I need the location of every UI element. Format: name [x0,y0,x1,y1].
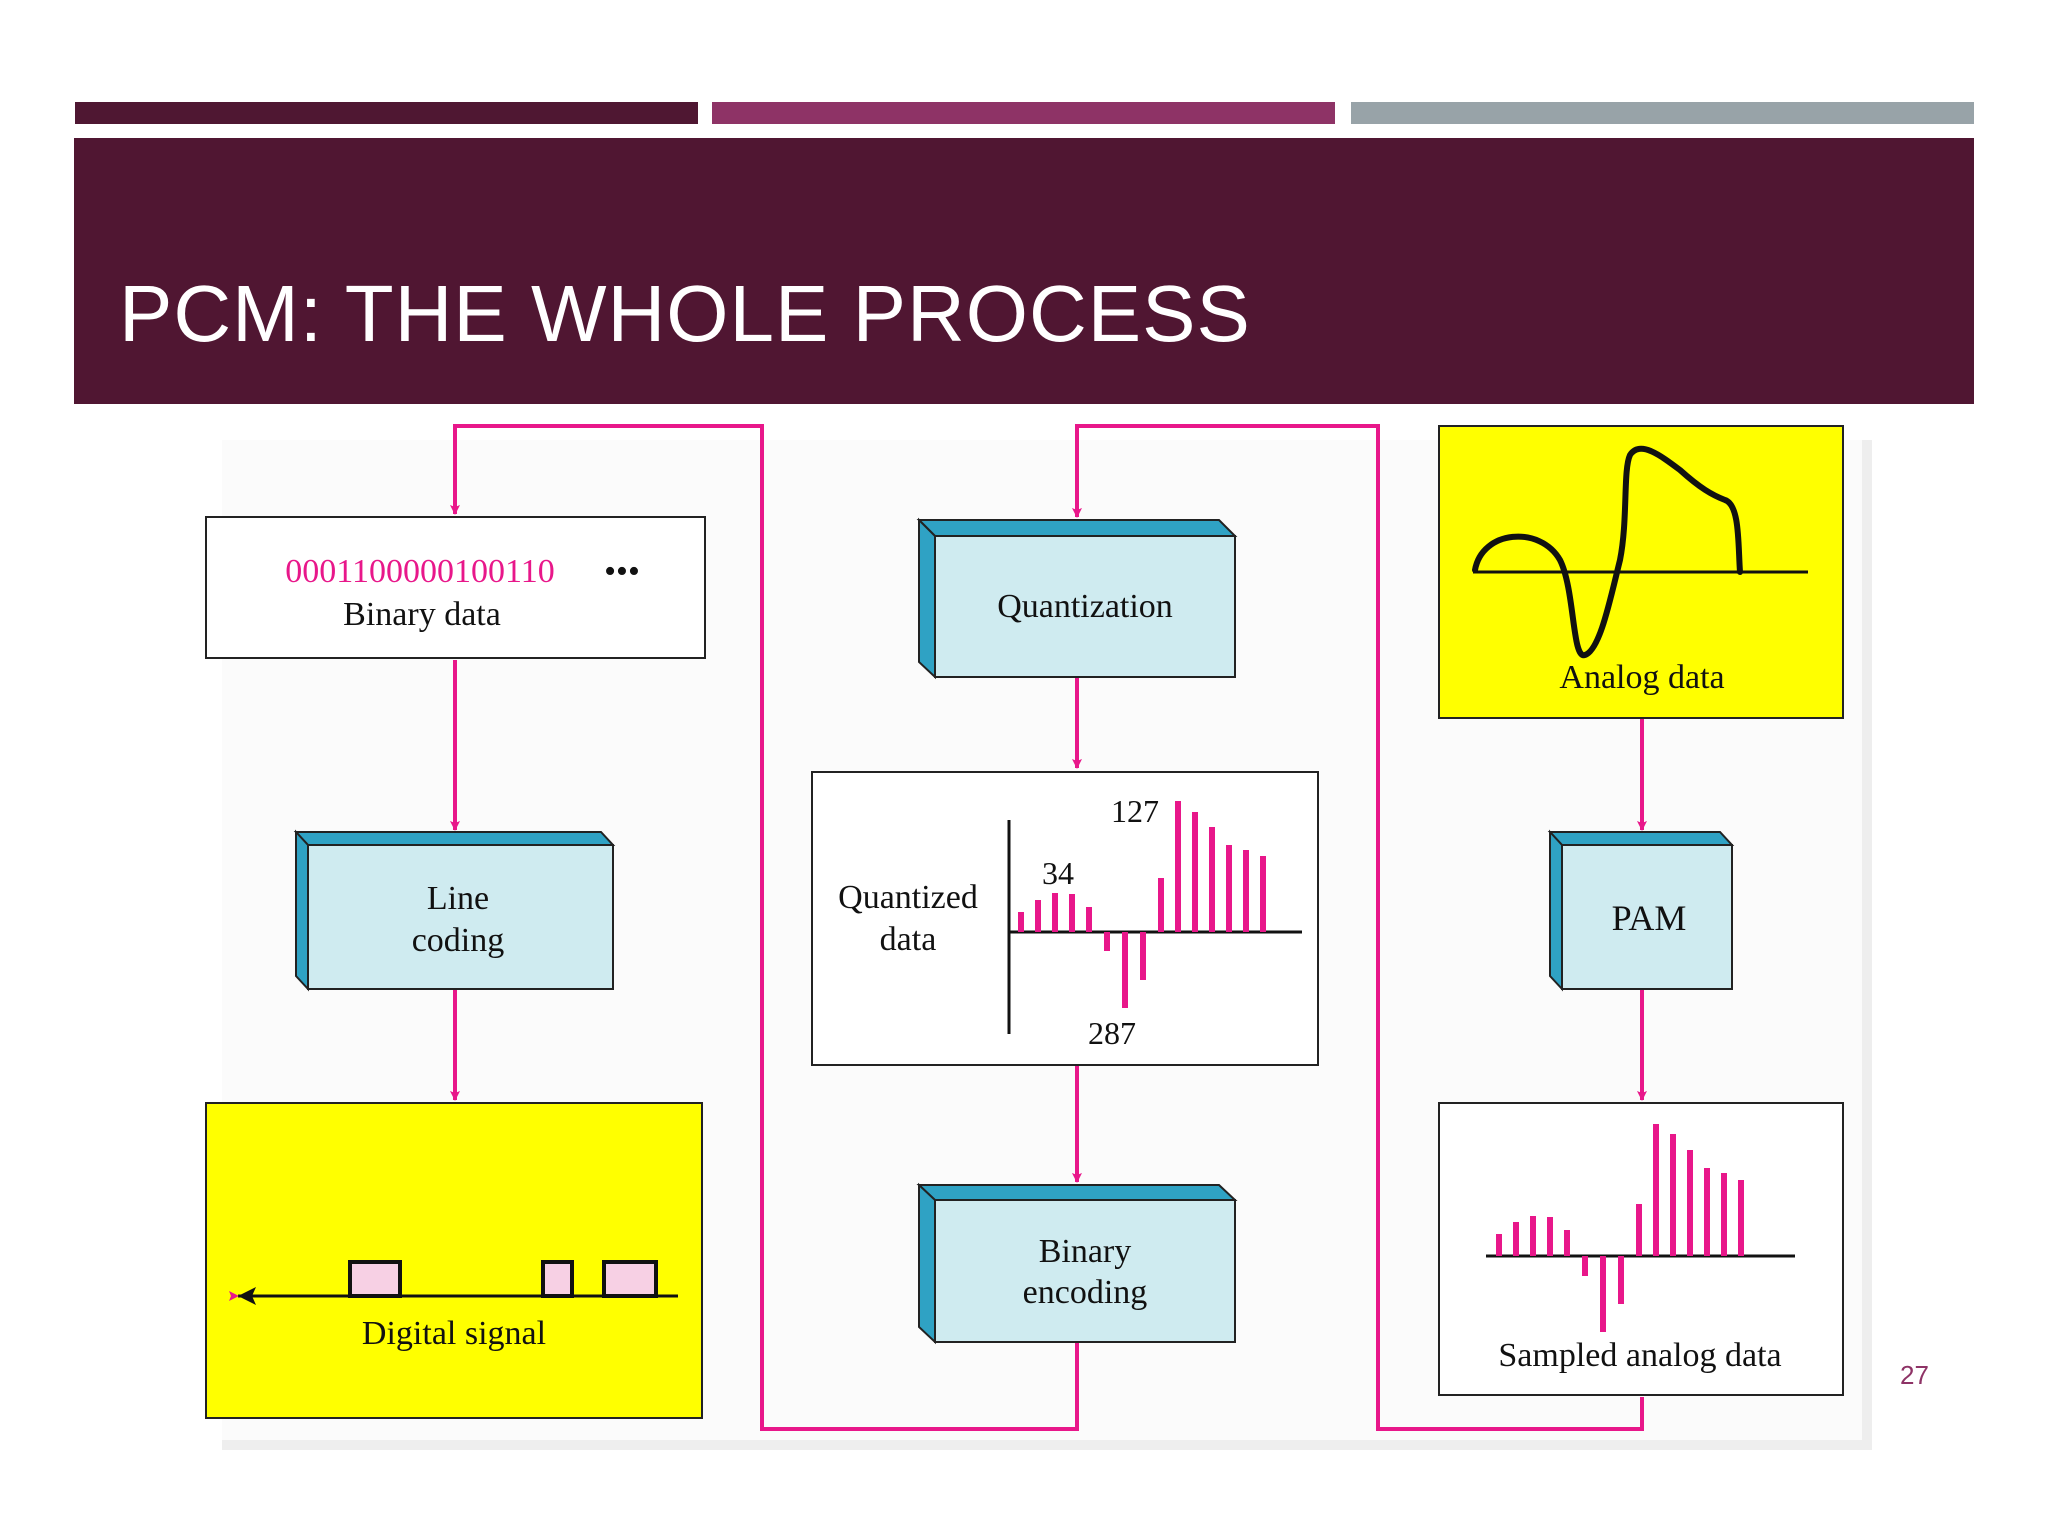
sample-stem [1192,812,1198,932]
accent-bar-mid [712,102,1335,124]
sample-stem [1738,1180,1744,1256]
binary-data-bits: 0001100000100110 [285,553,554,590]
sample-stem [1260,856,1266,932]
sample-stem [1035,900,1041,932]
sample-stem [1636,1204,1642,1256]
digital-pulse [541,1260,574,1298]
quantized-value-127: 127 [1111,793,1159,829]
sample-stem [1704,1168,1710,1256]
sample-stem [1243,850,1249,932]
sample-stem [1140,932,1146,980]
figure-shadow-right [1862,440,1872,1450]
pam-block: PAM [1547,829,1735,992]
sample-stem [1069,894,1075,932]
sample-stem [1513,1222,1519,1256]
sample-stem [1496,1234,1502,1256]
slide-title: PCM: THE WHOLE PROCESS [119,269,1251,358]
line-coding-block: Line coding [293,829,616,992]
quantized-value-34: 34 [1042,855,1074,891]
binary-encoding-block: Binary encoding [916,1182,1238,1345]
sample-stem [1122,932,1128,1008]
digital-pulse [602,1260,658,1298]
sampled-analog-data-label: Sampled analog data [1498,1337,1781,1374]
sampled-analog-data-box: Sampled analog data [1438,1102,1844,1396]
connector-sampled-to-quantization [1072,424,1644,1431]
binary-encoding-label-line1: Binary [1039,1233,1132,1270]
pam-label: PAM [1612,898,1687,938]
connector-binary-encoding-to-binary-data [450,424,1079,1431]
page-number: 27 [1900,1360,1929,1390]
title-banner: PCM: THE WHOLE PROCESS [74,138,1974,404]
quantized-samples [1018,801,1266,1008]
binary-encoding-label-line2: encoding [1023,1274,1148,1311]
sample-stem [1547,1217,1553,1256]
sample-stem [1600,1256,1606,1332]
sample-stem [1618,1256,1624,1304]
sample-stem [1018,912,1024,932]
digital-pulse [348,1260,402,1298]
digital-signal-box: Digital signal [205,1102,703,1419]
sample-stem [1564,1230,1570,1256]
sample-stem [1670,1134,1676,1256]
line-coding-label-line2: coding [412,922,505,959]
sample-stem [1530,1216,1536,1256]
analog-data-label: Analog data [1559,659,1724,696]
quantized-data-label-line1: Quantized [838,879,978,916]
sample-stem [1052,893,1058,932]
quantized-value-287: 287 [1088,1015,1136,1051]
accent-bar-dark [75,102,698,124]
binary-data-ellipsis: ••• [604,553,640,590]
digital-signal-label: Digital signal [362,1315,546,1352]
sample-stem [1687,1150,1693,1256]
sample-stem [1226,845,1232,932]
sample-stem [1158,878,1164,932]
quantization-label: Quantization [997,588,1173,625]
sample-stem [1653,1124,1659,1256]
analog-waveform [1472,445,1743,658]
quantization-block: Quantization [916,517,1238,680]
figure-shadow-bottom [222,1440,1872,1450]
binary-data-label: Binary data [343,596,501,633]
quantized-data-box: Quantized data 127 34 287 [811,771,1319,1066]
flow-connectors [450,424,1647,1431]
binary-data-box: 0001100000100110 ••• Binary data [205,516,706,659]
quantized-data-label-line2: data [880,921,937,958]
line-coding-label-line1: Line [427,880,489,917]
sample-stem [1582,1256,1588,1276]
accent-bar-grey [1351,102,1974,124]
sample-stem [1104,932,1110,951]
sample-stem [1175,801,1181,932]
digital-signal-arrowhead [238,1287,256,1305]
analog-data-box: Analog data [1438,425,1844,719]
sample-stem [1209,827,1215,932]
sampled-pulses [1496,1124,1744,1332]
sample-stem [1721,1173,1727,1256]
sample-stem [1086,907,1092,932]
